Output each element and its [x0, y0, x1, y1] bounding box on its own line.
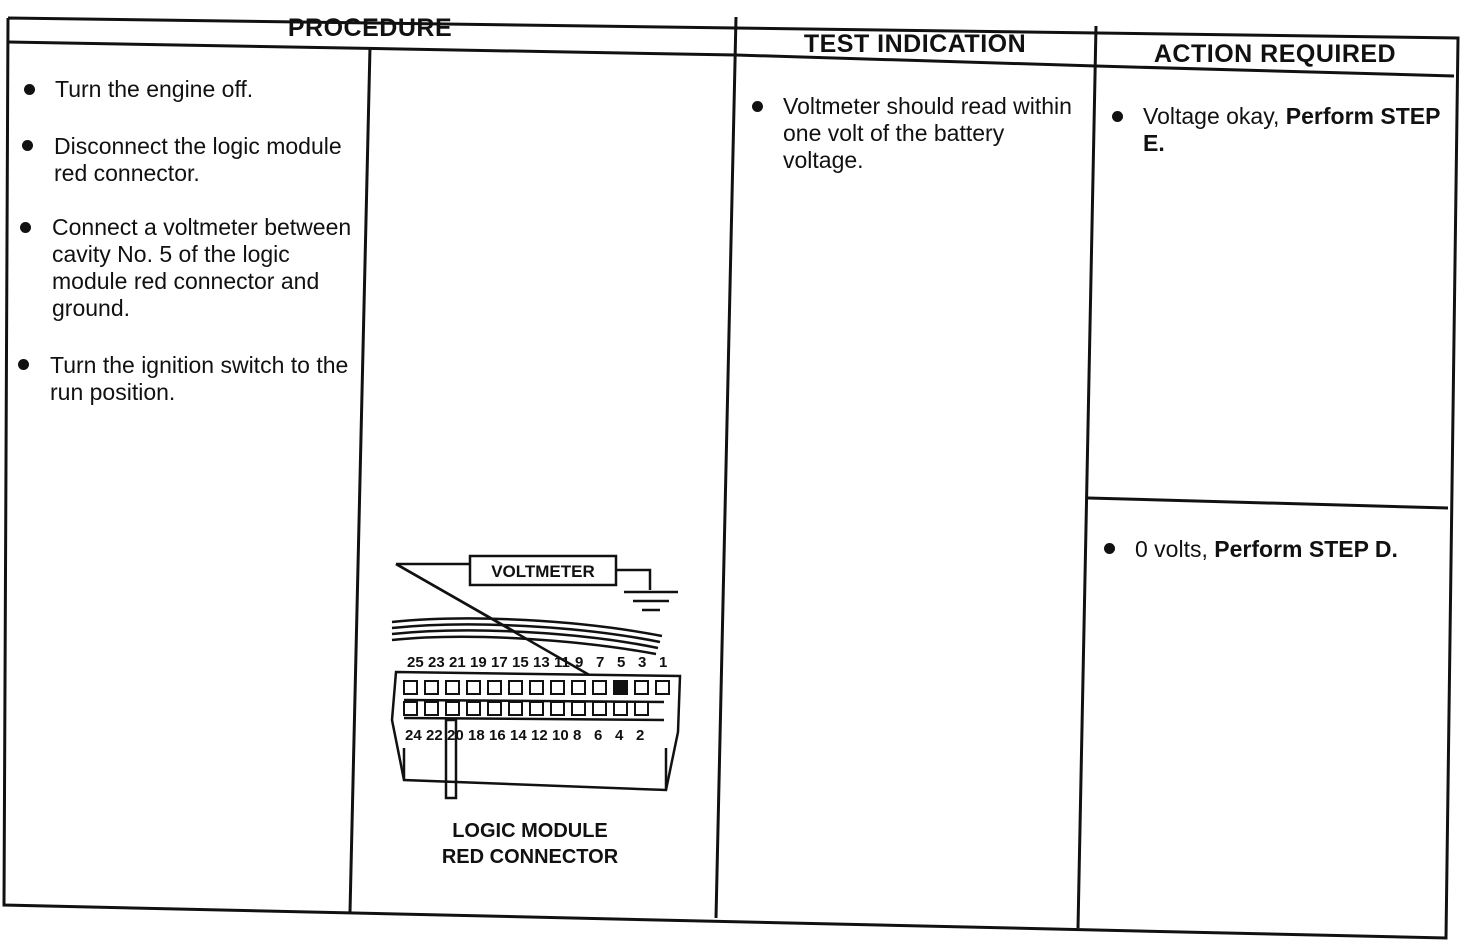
- cavity-23: [424, 680, 439, 695]
- cavity-11: [550, 680, 565, 695]
- bullet: [18, 359, 29, 370]
- cavity-13: [529, 680, 544, 695]
- bullet: [752, 101, 763, 112]
- connector-latch: [444, 718, 458, 800]
- bullet: [24, 84, 35, 95]
- pin-label-1: 1: [659, 654, 667, 671]
- cavity-15: [508, 680, 523, 695]
- pin-label-20: 20: [447, 727, 464, 744]
- bullet: [22, 140, 33, 151]
- pin-label-2: 2: [636, 727, 644, 744]
- action-step-ref: Perform STEP D.: [1214, 536, 1398, 562]
- pin-label-3: 3: [638, 654, 646, 671]
- cavity-9: [571, 680, 586, 695]
- cavity-10: [550, 701, 565, 716]
- pin-label-22: 22: [426, 727, 443, 744]
- cavity-1: [655, 680, 670, 695]
- header-test-indication: TEST INDICATION: [803, 30, 1027, 58]
- procedure-step-3: Connect a voltmeter between cavity No. 5…: [52, 214, 352, 321]
- pin-label-24: 24: [405, 727, 422, 744]
- pin-label-4: 4: [615, 727, 624, 744]
- cavity-22: [424, 701, 439, 716]
- diagram-caption-line2: RED CONNECTOR: [441, 846, 619, 868]
- cavity-7: [592, 680, 607, 695]
- cavity-19: [466, 680, 481, 695]
- cavity-3: [634, 680, 649, 695]
- pin-label-12: 12: [531, 727, 548, 744]
- action-step-ref: Perform STEP E.: [1143, 103, 1441, 156]
- procedure-step-2: Disconnect the logic module red connecto…: [54, 133, 342, 186]
- pin-label-23: 23: [428, 654, 445, 671]
- procedure-step-1: Turn the engine off.: [55, 76, 254, 102]
- pin-label-5: 5: [617, 654, 625, 671]
- pin-label-15: 15: [512, 654, 529, 671]
- pin-label-25: 25: [407, 654, 424, 671]
- procedure-step-4: Turn the ignition switch to the run posi…: [50, 352, 349, 405]
- action-voltage-okay: Voltage okay, Perform STEP E.: [1143, 103, 1443, 157]
- pin-label-18: 18: [468, 727, 485, 744]
- pin-label-6: 6: [594, 727, 602, 744]
- pin-label-19: 19: [470, 654, 487, 671]
- pin-label-10: 10: [552, 727, 569, 744]
- cavity-12: [529, 701, 544, 716]
- bullet: [1104, 543, 1115, 554]
- pin-label-17: 17: [491, 654, 508, 671]
- pin-label-16: 16: [489, 727, 506, 744]
- cavity-25: [403, 680, 418, 695]
- pin-label-8: 8: [573, 727, 581, 744]
- action-text: 0 volts,: [1135, 536, 1208, 562]
- bullet: [20, 222, 31, 233]
- voltmeter-label: VOLTMETER: [491, 562, 595, 581]
- cavity-14: [508, 701, 523, 716]
- pin-label-13: 13: [533, 654, 550, 671]
- cavity-18: [466, 701, 481, 716]
- test-indication-text: Voltmeter should read within one volt of…: [783, 93, 1072, 173]
- pin-label-7: 7: [596, 654, 604, 671]
- cavity-21: [445, 680, 460, 695]
- header-procedure: PROCEDURE: [287, 14, 453, 42]
- bullet: [1112, 111, 1123, 122]
- pin-label-9: 9: [575, 654, 583, 671]
- header-action-required: ACTION REQUIRED: [1153, 40, 1397, 68]
- pin-label-11: 11: [554, 654, 570, 671]
- cavity-6: [592, 701, 607, 716]
- cavity-5: [613, 680, 628, 695]
- action-text: Voltage okay,: [1143, 103, 1280, 129]
- cavity-24: [403, 701, 418, 716]
- diagram-caption-line1: LOGIC MODULE: [452, 820, 608, 842]
- cavity-16: [487, 701, 502, 716]
- cavity-20: [445, 701, 460, 716]
- action-zero-volts: 0 volts, Perform STEP D.: [1135, 536, 1445, 563]
- cavity-17: [487, 680, 502, 695]
- cavity-2: [634, 701, 649, 716]
- pin-label-21: 21: [449, 654, 466, 671]
- pin-label-14: 14: [510, 727, 527, 744]
- cavity-8: [571, 701, 586, 716]
- cavity-4: [613, 701, 628, 716]
